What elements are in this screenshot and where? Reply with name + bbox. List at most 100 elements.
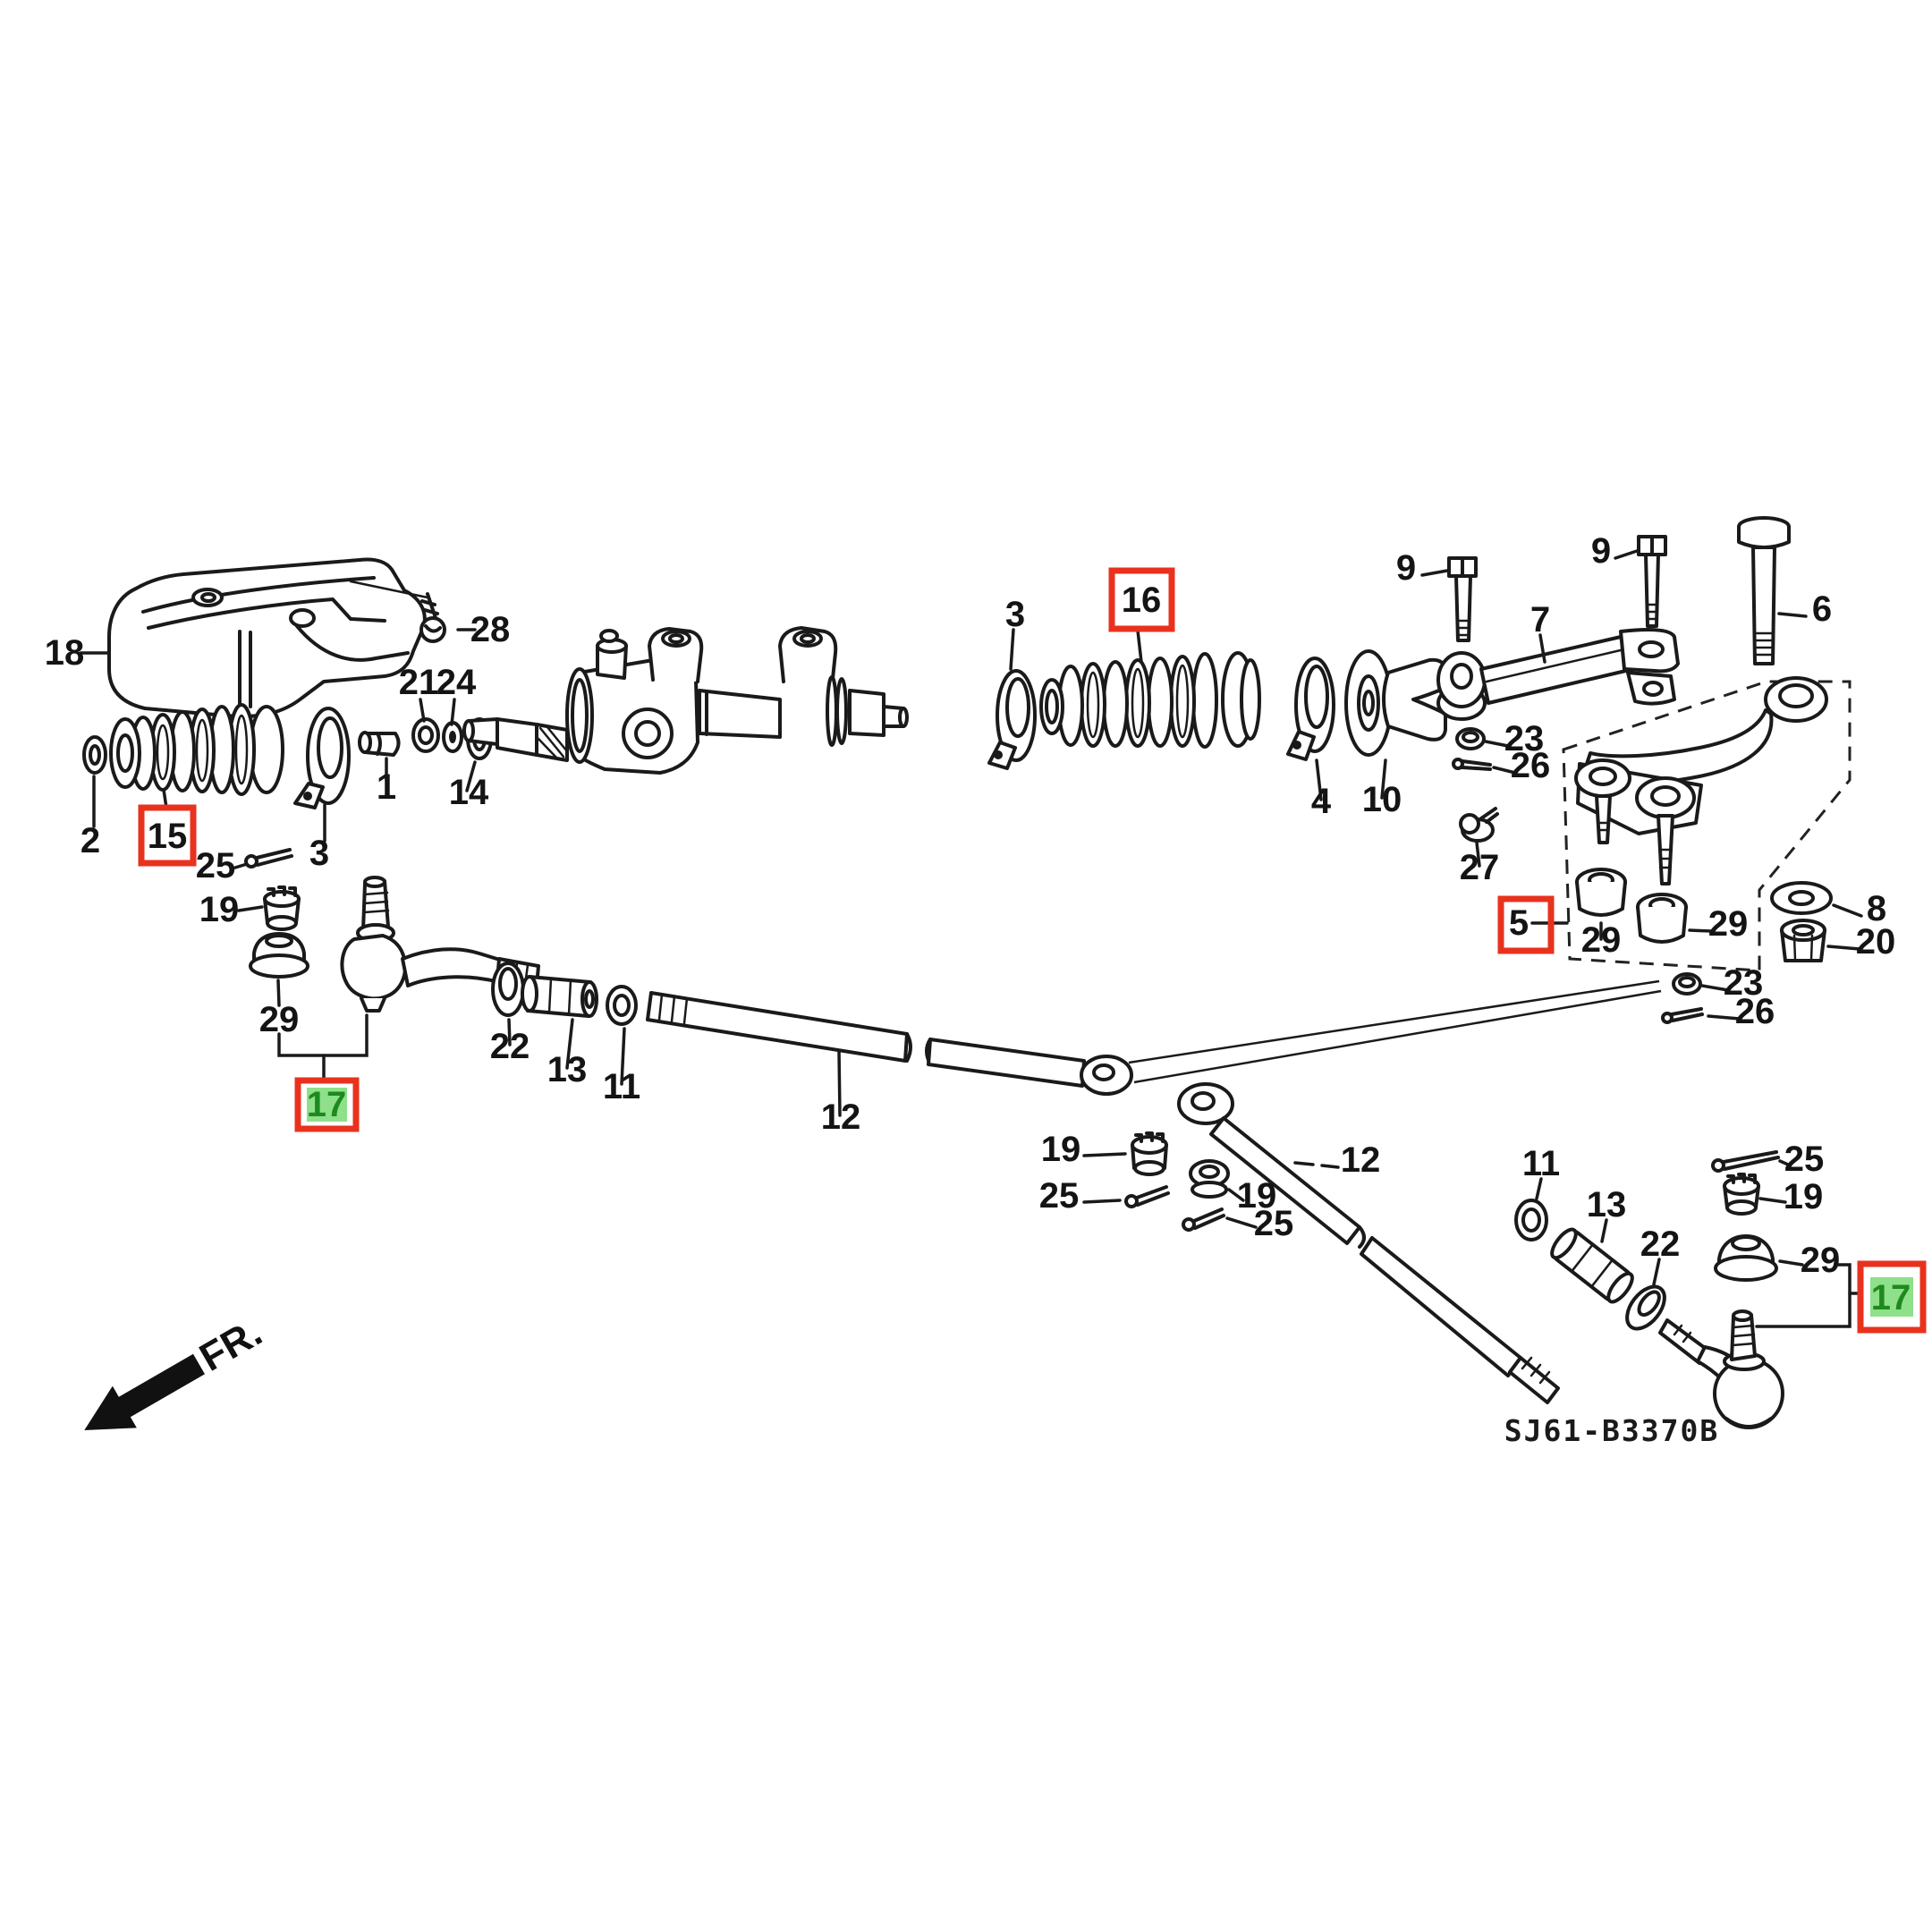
cotter-pin-left-part <box>244 848 293 869</box>
boot-band-clamp-part <box>1286 657 1335 761</box>
nut-23-upper-part <box>1455 727 1486 750</box>
lock-nut-left-part <box>606 985 638 1026</box>
idler-pivot-bolt-part <box>1737 516 1791 665</box>
part-label-14: 14 <box>449 773 489 812</box>
gearbox-housing-part <box>107 557 427 718</box>
part-label-8: 8 <box>1867 889 1886 928</box>
part-label-15: 15 <box>148 817 188 856</box>
part-label-19b: 19 <box>1041 1130 1081 1169</box>
idler-link-arm-part <box>1436 628 1680 721</box>
part-label-19d: 19 <box>1784 1177 1824 1216</box>
cotter-pin-right-part <box>1711 1150 1780 1173</box>
rack-boot-right-part <box>1039 651 1261 749</box>
part-label-13b: 13 <box>1587 1185 1627 1224</box>
part-labels: 18 28 21 24 1 14 2 15 25 3 19 29 17 22 1… <box>45 531 1911 1318</box>
nut-23-lower-part <box>1672 972 1702 996</box>
pinion-shaft-part <box>462 717 569 762</box>
nut-20-part <box>1780 919 1826 962</box>
part-label-29a: 29 <box>259 1000 300 1039</box>
part-label-28: 28 <box>470 610 511 649</box>
part-label-17-right: 17 <box>1871 1278 1911 1318</box>
part-label-12b: 12 <box>1341 1140 1381 1180</box>
part-label-24: 24 <box>436 663 477 702</box>
part-label-3b: 3 <box>1005 595 1025 634</box>
castle-nut-left-part <box>263 886 301 931</box>
bracket-bolt-right-part <box>1637 535 1667 628</box>
part-label-25a: 25 <box>196 846 236 886</box>
rod-clamp-right-part <box>1625 1284 1666 1331</box>
part-label-11b: 11 <box>1522 1144 1560 1183</box>
green-marker-17-left <box>307 1088 347 1122</box>
cotter-pin-mid-part <box>1124 1185 1170 1208</box>
part-label-20: 20 <box>1856 922 1896 962</box>
boot-clamp-left-part <box>293 707 351 809</box>
part-label-9b: 9 <box>1591 531 1611 571</box>
part-label-19c: 19 <box>1237 1176 1277 1216</box>
part-label-7: 7 <box>1530 600 1550 640</box>
drawing-code: SJ61-B3370B <box>1504 1413 1720 1448</box>
part-label-10: 10 <box>1362 780 1402 819</box>
idler-bushing-left-part <box>1575 868 1627 917</box>
cotter-26-lower-part <box>1661 1007 1704 1024</box>
joint-coupling-part <box>1344 649 1449 757</box>
rack-boot-left-part <box>109 703 284 796</box>
castle-nut-right-part <box>1723 1173 1760 1216</box>
front-direction-arrow: FR. <box>84 1310 269 1430</box>
leader-lines <box>79 549 1863 1328</box>
mount-screw-part <box>349 580 446 643</box>
part-label-25c: 25 <box>1254 1204 1294 1243</box>
arrow-icon <box>84 1353 205 1430</box>
part-label-2: 2 <box>80 821 100 860</box>
idler-arm-assembly-part <box>1574 676 1828 886</box>
part-label-12a: 12 <box>821 1097 861 1137</box>
part-label-22a: 22 <box>490 1027 530 1066</box>
boot-clamp-right-part <box>987 669 1037 770</box>
spring-seat-24-part <box>442 721 463 753</box>
steering-rack-assembly-part <box>565 626 909 775</box>
part-label-19a: 19 <box>199 890 240 929</box>
highlight-box-15 <box>138 804 197 867</box>
part-label-21: 21 <box>399 663 439 702</box>
part-label-29d: 29 <box>1801 1241 1841 1280</box>
front-direction-label: FR. <box>192 1310 269 1380</box>
pinion-cap-part <box>358 731 401 757</box>
screw-27-part <box>1459 807 1499 843</box>
part-label-27: 27 <box>1460 848 1500 887</box>
washer-21-part <box>411 717 440 753</box>
part-label-6: 6 <box>1812 589 1832 629</box>
part-label-23b: 23 <box>1724 963 1764 1003</box>
lock-nut-right-part <box>1514 1199 1548 1241</box>
side-rod-part <box>1177 1082 1560 1404</box>
castle-nut-mid-part <box>1131 1131 1168 1176</box>
green-marker-17-right <box>1870 1277 1913 1317</box>
tie-rod-end-right-part <box>1658 1309 1784 1429</box>
o-ring-part <box>82 735 107 775</box>
highlight-box-16 <box>1108 567 1175 632</box>
idler-bushing-right-part <box>1636 893 1688 944</box>
part-label-11a: 11 <box>603 1067 640 1106</box>
part-label-5: 5 <box>1509 903 1529 943</box>
adjuster-sleeve-left-part <box>521 975 598 1018</box>
part-label-3a: 3 <box>309 834 329 873</box>
seat-29-left-part <box>249 932 309 979</box>
rod-clamp-left-part <box>491 962 525 1017</box>
seat-29-right-part <box>1714 1234 1778 1282</box>
part-label-29c: 29 <box>1708 904 1749 944</box>
part-label-26a: 26 <box>1511 746 1551 785</box>
highlight-box-5 <box>1497 895 1555 954</box>
flange-nut-mid-part <box>1189 1159 1230 1199</box>
part-label-16: 16 <box>1122 580 1162 620</box>
part-label-18: 18 <box>45 633 85 673</box>
part-label-13a: 13 <box>547 1050 588 1089</box>
center-link-rod-part <box>646 991 1133 1096</box>
part-label-4: 4 <box>1311 782 1332 821</box>
bracket-bolt-left-part <box>1447 556 1478 642</box>
part-label-17-left: 17 <box>307 1085 347 1124</box>
part-label-25b: 25 <box>1039 1176 1080 1216</box>
part-label-23a: 23 <box>1504 719 1545 758</box>
part-label-22b: 22 <box>1640 1224 1681 1264</box>
cotter-26-upper-part <box>1452 758 1492 771</box>
part-label-26b: 26 <box>1735 992 1775 1031</box>
